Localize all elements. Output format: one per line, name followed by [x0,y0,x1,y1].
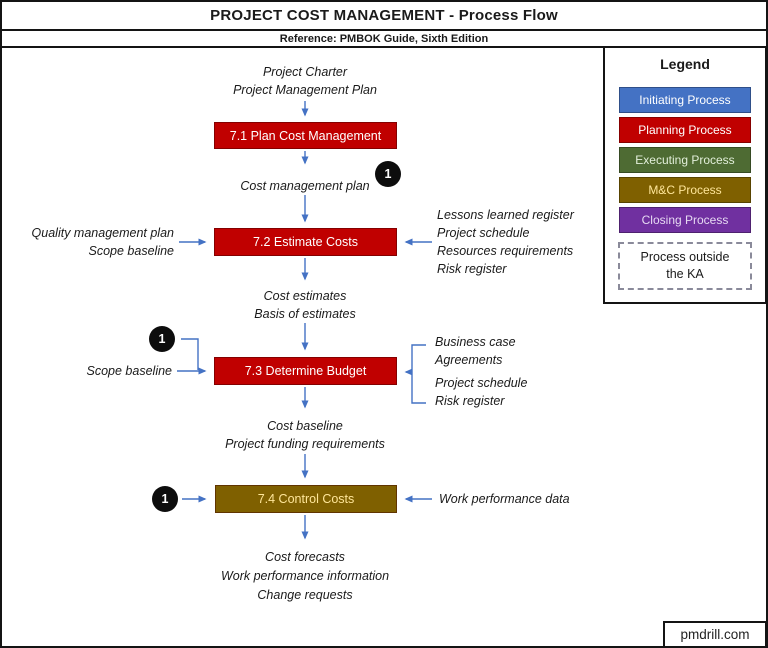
legend-item-planning: Planning Process [619,117,751,143]
process-box-7-2: 7.2 Estimate Costs [214,228,397,256]
legend-item-initiating: Initiating Process [619,87,751,113]
page-title: PROJECT COST MANAGEMENT - Process Flow [2,2,766,31]
legend-panel: Legend Initiating Process Planning Proce… [603,46,766,304]
start-input-line1: Project Charter [262,65,348,79]
outputs-7-2-label: Cost estimates Basis of estimates [155,287,455,323]
legend-item-outside-ka: Process outside the KA [618,242,752,290]
legend-item-mc: M&C Process [619,177,751,203]
output-7-1-label: Cost management plan [240,179,370,193]
legend-outside-line1: Process outside [640,250,730,264]
start-input-line2: Project Management Plan [233,83,377,97]
input-line: Agreements [435,353,503,367]
input-line: Resources requirements [437,244,574,258]
output-line: Cost forecasts [265,550,345,564]
watermark-box: pmdrill.com [663,621,766,646]
outputs-7-3-label: Cost baseline Project funding requiremen… [135,417,475,453]
page-subtitle: Reference: PMBOK Guide, Sixth Edition [2,31,766,48]
input-line: Business case [435,335,516,349]
legend-outside-line2: the KA [666,267,704,281]
input-line: Scope baseline [88,244,174,258]
input-line: Risk register [435,394,505,408]
output-line: Change requests [257,588,353,602]
note-badge-1-mid: 1 [149,326,175,352]
note-badge-1-top: 1 [375,161,401,187]
process-box-7-4: 7.4 Control Costs [215,485,397,513]
input-line: Risk register [437,262,507,276]
input-line: Quality management plan [31,226,174,240]
legend-item-closing: Closing Process [619,207,751,233]
process-box-7-3: 7.3 Determine Budget [214,357,397,385]
process-box-7-1: 7.1 Plan Cost Management [214,122,397,149]
input-7-4-right-label: Work performance data [439,492,570,506]
inputs-7-3-right-bottom-label: Project schedule Risk register [435,374,615,410]
input-line: Lessons learned register [437,208,574,222]
inputs-7-2-right-label: Lessons learned register Project schedul… [437,206,617,278]
output-line: Basis of estimates [254,307,356,321]
input-line: Project schedule [437,226,530,240]
input-line: Project schedule [435,376,528,390]
note-badge-1-bottom: 1 [152,486,178,512]
legend-item-executing: Executing Process [619,147,751,173]
output-line: Cost estimates [263,289,347,303]
inputs-7-2-left-label: Quality management plan Scope baseline [10,224,174,260]
input-7-3-left-label: Scope baseline [86,364,172,378]
output-line: Work performance information [220,569,390,583]
inputs-7-3-right-top-label: Business case Agreements [435,333,615,369]
outputs-7-4-label: Cost forecasts Work performance informat… [135,548,475,605]
legend-title: Legend [660,56,710,72]
output-line: Project funding requirements [225,437,385,451]
output-line: Cost baseline [267,419,343,433]
start-inputs-label: Project Charter Project Management Plan [155,63,455,99]
